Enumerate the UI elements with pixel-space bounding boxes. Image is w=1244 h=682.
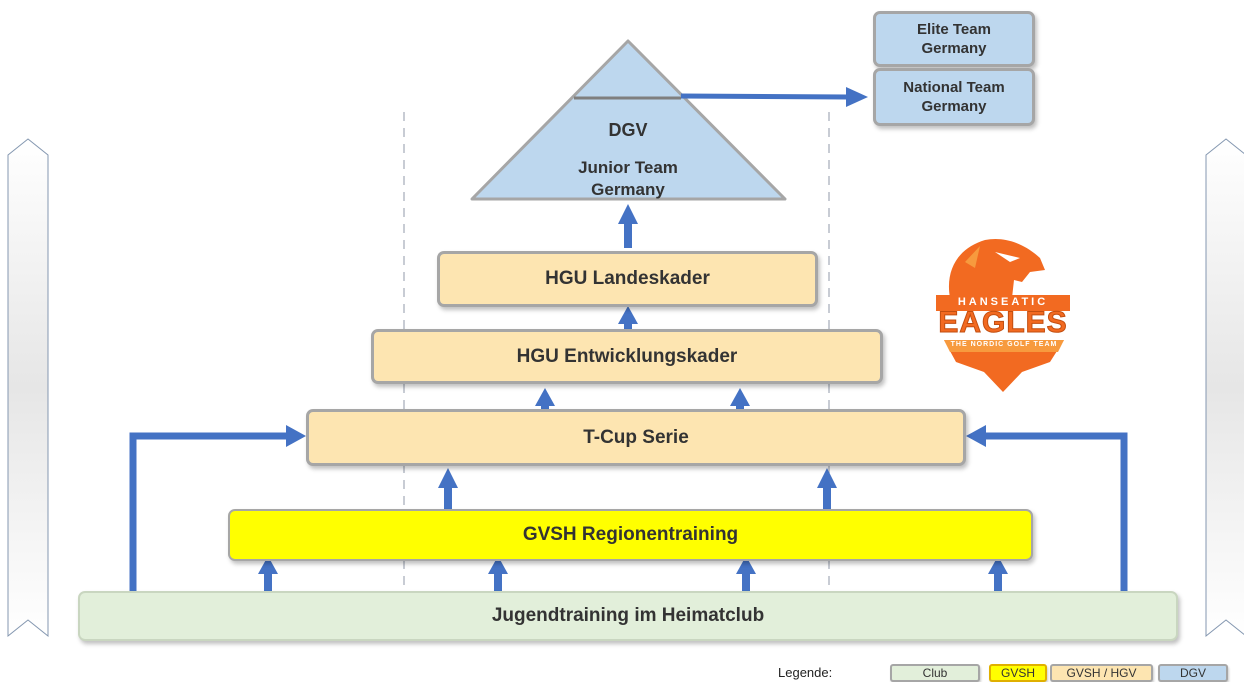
elite-team-line1: Elite Team xyxy=(917,21,991,38)
logo-sub-text: THE NORDIC GOLF TEAM xyxy=(950,341,1058,348)
gvsh-regionentraining-box: GVSH Regionentraining xyxy=(228,509,1033,561)
elite-team-line2: Germany xyxy=(921,40,987,57)
left-elbow-arrow xyxy=(129,432,290,592)
pyramid-top-team-line2: Germany xyxy=(591,180,665,199)
eagle-head-icon xyxy=(948,238,1045,298)
left-ribbon xyxy=(7,138,49,638)
logo-top-text: HANSEATIC xyxy=(957,296,1049,308)
tcup-serie-box: T-Cup Serie xyxy=(306,409,966,466)
pyramid-top-team-line1: Junior Team xyxy=(578,158,678,177)
right-elbow-arrow xyxy=(982,432,1128,592)
heimatclub-box: Jugendtraining im Heimatclub xyxy=(78,591,1178,641)
hgu-landeskader-box: HGU Landeskader xyxy=(437,251,818,307)
national-team-line1: National Team xyxy=(903,79,1005,96)
elite-team-box: Elite Team Germany xyxy=(873,11,1035,67)
logo-main-text: EAGLES xyxy=(938,306,1068,340)
arrow-to-national-team xyxy=(680,93,849,100)
arrowhead-national-team xyxy=(846,87,868,107)
right-ribbon xyxy=(1205,138,1244,638)
legend-dgv: DGV xyxy=(1158,664,1228,682)
pyramid-top-org: DGV xyxy=(608,120,648,140)
national-team-line2: Germany xyxy=(921,98,987,115)
up-arrows xyxy=(258,204,1008,592)
legend-label: Legende: xyxy=(778,665,833,680)
hanseatic-eagles-logo xyxy=(936,238,1070,392)
legend-club: Club xyxy=(890,664,980,682)
dgv-triangle xyxy=(470,39,787,201)
national-team-box: National Team Germany xyxy=(873,68,1035,126)
hgu-entwicklungskader-box: HGU Entwicklungskader xyxy=(371,329,883,384)
legend-gvsh-hgv: GVSH / HGV xyxy=(1050,664,1153,682)
legend-gvsh: GVSH xyxy=(989,664,1047,682)
